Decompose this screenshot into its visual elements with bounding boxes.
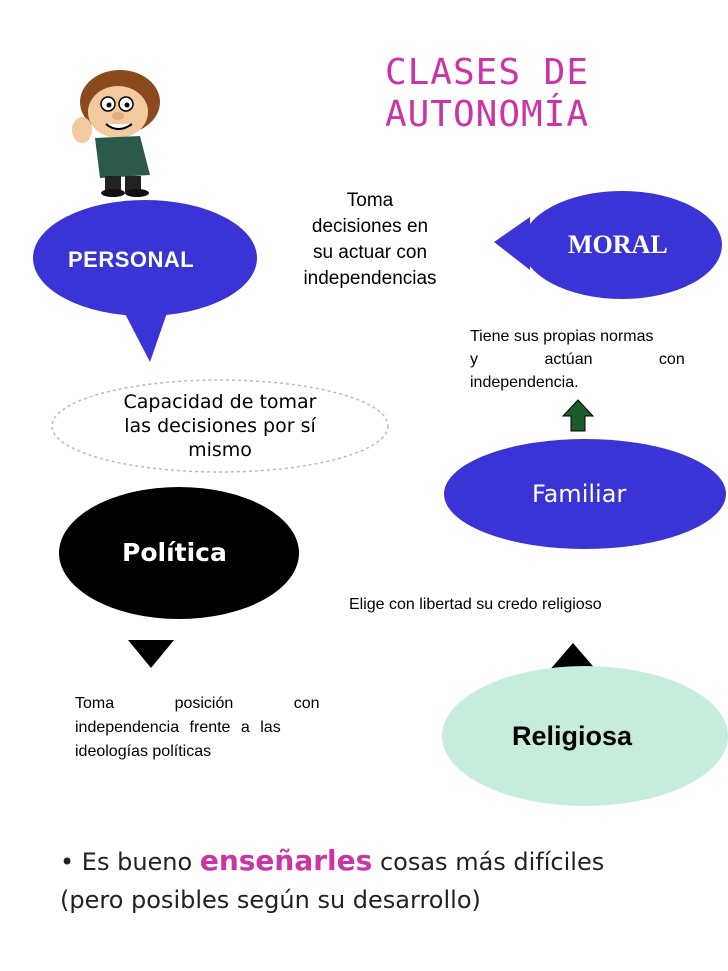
politica-description: Toma posición con independencia frente a… xyxy=(75,692,362,764)
bottom-line-2: (pero posibles según su desarrollo) xyxy=(60,886,481,914)
bottom-note: • Es bueno enseñarles cosas más difícile… xyxy=(60,842,700,919)
center-line-3: su actuar con xyxy=(312,242,428,263)
capacidad-line-3: mismo xyxy=(188,439,252,461)
bottom-line-1: • Es bueno enseñarles cosas más difícile… xyxy=(60,842,700,881)
capacidad-node xyxy=(51,379,389,473)
green-up-arrow-icon xyxy=(561,399,595,432)
center-line-2: decisiones en xyxy=(311,216,429,237)
up-triangle-icon xyxy=(548,643,598,672)
personal-description: Toma decisiones en su actuar con indepen… xyxy=(284,188,456,292)
moral-description: Tiene sus propias normas y actúan con in… xyxy=(470,325,718,394)
moral-label: MORAL xyxy=(568,230,668,259)
politica-desc-line-3: ideologías políticas xyxy=(75,743,212,760)
capacidad-line-1: Capacidad de tomar xyxy=(123,391,317,413)
politica-node xyxy=(59,487,299,619)
capacidad-line-2: las decisiones por sí xyxy=(124,415,316,437)
religiosa-node xyxy=(442,666,728,806)
politica-desc-line-2: independencia frente a las xyxy=(75,719,281,736)
religiosa-description: Elige con libertad su credo religioso xyxy=(349,596,602,613)
moral-desc-line-2: y actúan con xyxy=(470,351,685,368)
politica-desc-line-1: Toma posición con xyxy=(75,695,320,712)
politica-label: Política xyxy=(122,538,227,567)
moral-desc-line-3: independencia. xyxy=(470,374,579,391)
center-line-4: independencias xyxy=(303,268,437,289)
familiar-node xyxy=(442,437,728,551)
center-line-1: Toma xyxy=(346,190,394,211)
religiosa-label: Religiosa xyxy=(512,721,633,751)
title-line-2: AUTONOMÍA xyxy=(384,94,590,135)
cartoon-boy-icon xyxy=(72,70,160,197)
bullet: • xyxy=(60,848,75,876)
bottom-post: cosas más difíciles xyxy=(379,848,605,876)
title-line-1: CLASES DE xyxy=(384,52,590,93)
personal-label: PERSONAL xyxy=(68,247,195,272)
capacidad-text: Capacidad de tomar las decisiones por sí… xyxy=(90,390,350,462)
moral-node xyxy=(494,191,722,299)
moral-desc-line-1: Tiene sus propias normas xyxy=(470,328,654,345)
page-title: CLASES DE AUTONOMÍA xyxy=(318,52,656,136)
personal-node xyxy=(33,200,257,362)
down-triangle-icon xyxy=(128,640,174,668)
familiar-label: Familiar xyxy=(532,480,627,508)
bottom-highlight: enseñarles xyxy=(199,844,373,877)
bottom-pre: Es bueno xyxy=(81,848,193,876)
